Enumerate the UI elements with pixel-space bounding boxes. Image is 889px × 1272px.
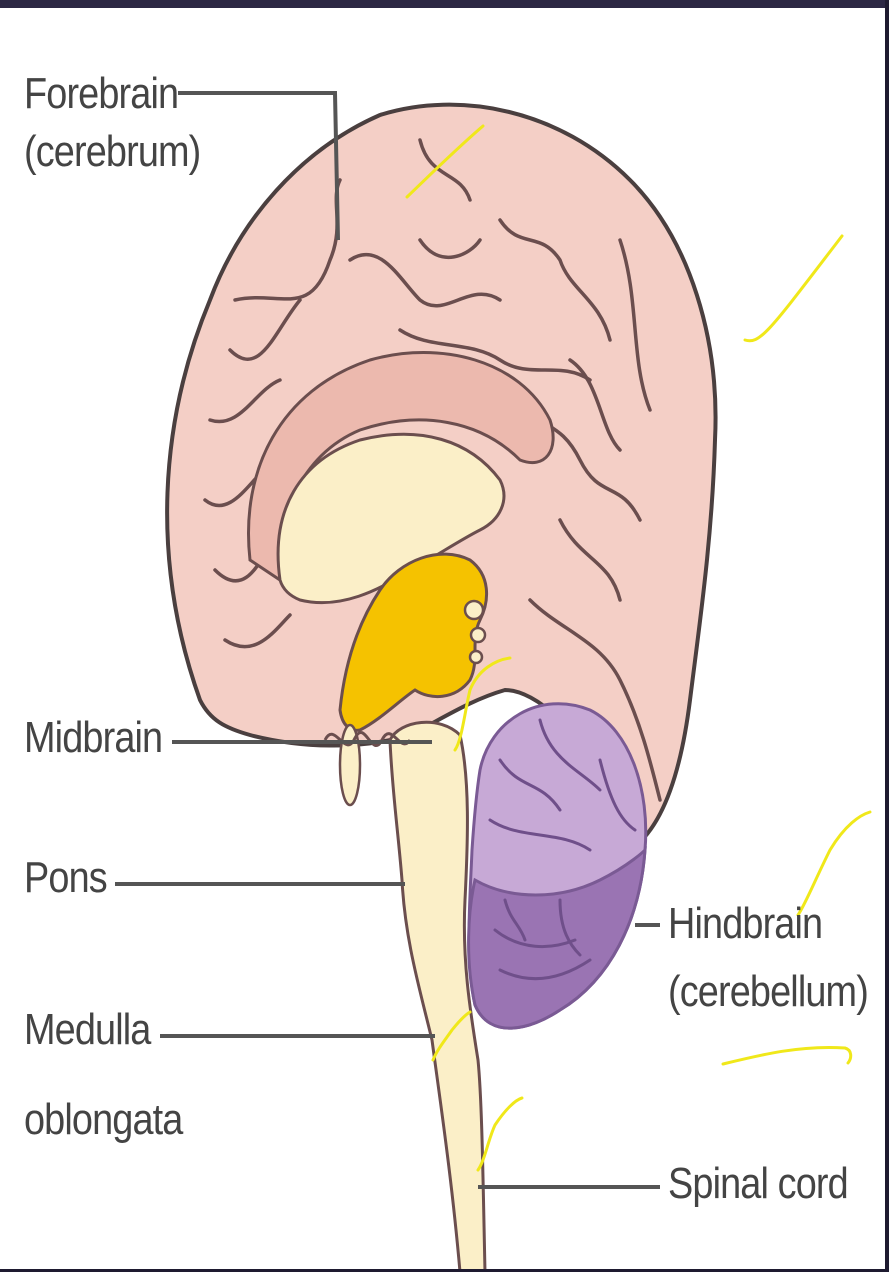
- label-pons: Pons: [24, 852, 107, 904]
- label-midbrain: Midbrain: [24, 712, 162, 764]
- annotation-underline: [723, 1047, 851, 1064]
- label-forebrain-line1: Forebrain: [24, 68, 200, 120]
- label-medulla: Medulla oblongata: [24, 1004, 182, 1146]
- label-medulla-line2: oblongata: [24, 1094, 182, 1146]
- brainstem: [390, 722, 485, 1272]
- annotation-check-2: [745, 236, 842, 341]
- label-forebrain-line2: (cerebrum): [24, 126, 200, 178]
- label-spinal-cord: Spinal cord: [668, 1158, 848, 1210]
- right-frame-edge: [885, 0, 889, 1272]
- annotation-check-6: [478, 1098, 522, 1170]
- label-hindbrain: Hindbrain (cerebellum): [668, 898, 868, 1018]
- label-forebrain: Forebrain (cerebrum): [24, 68, 200, 178]
- label-hindbrain-line1: Hindbrain: [668, 898, 868, 950]
- label-medulla-line1: Medulla: [24, 1004, 182, 1056]
- label-hindbrain-line2: (cerebellum): [668, 966, 868, 1018]
